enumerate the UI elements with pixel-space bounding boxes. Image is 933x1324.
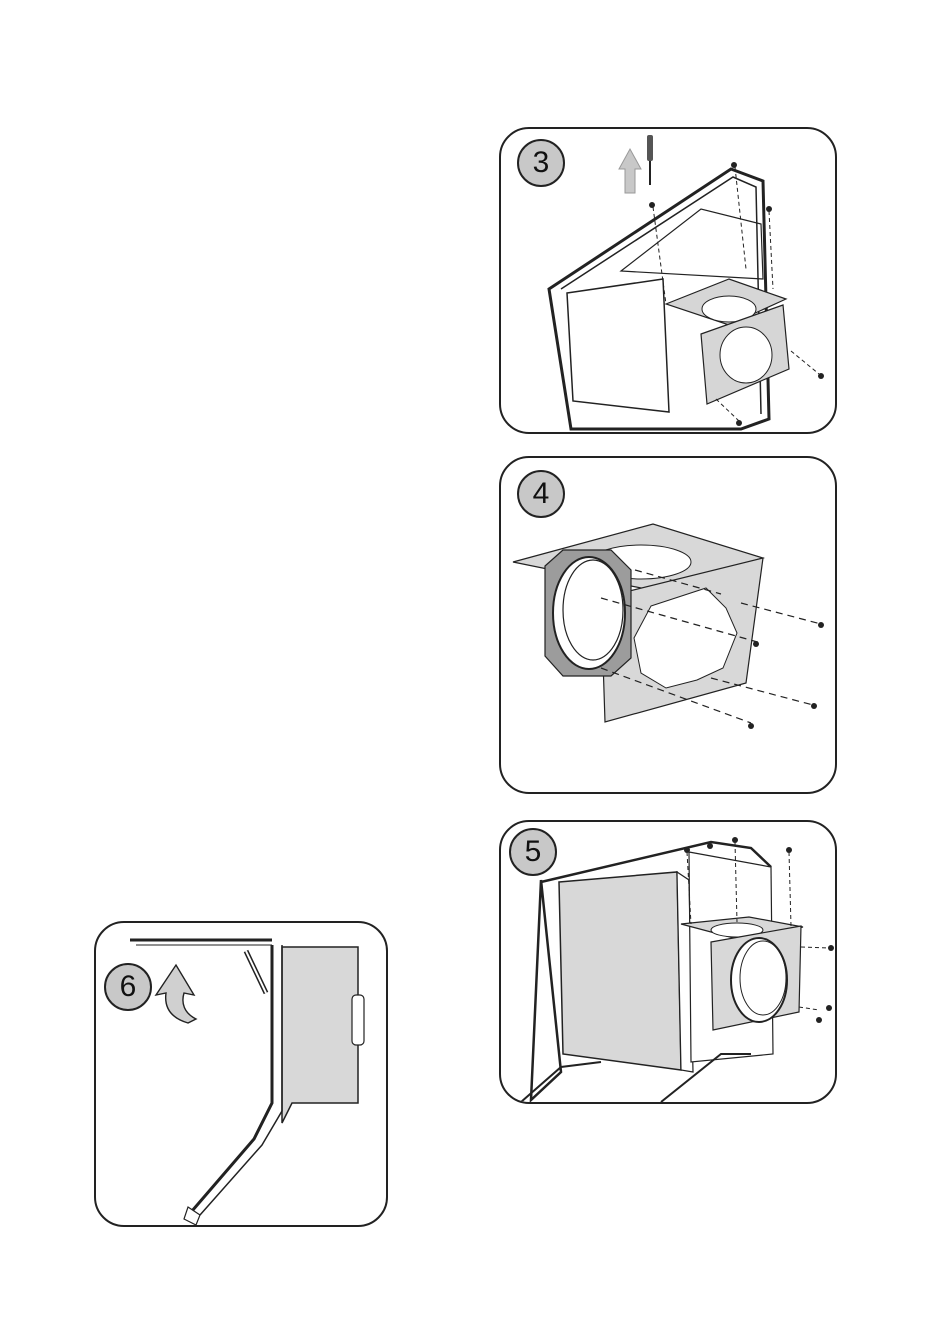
hood-assembly-icon	[501, 822, 835, 1102]
step-3-panel: 3	[499, 127, 837, 434]
rotate-up-arrow-icon	[156, 965, 196, 1023]
duct-flange-icon	[545, 550, 631, 676]
step-6-panel: 6	[94, 921, 388, 1227]
step-5-panel: 5	[499, 820, 837, 1104]
up-arrow-icon	[619, 149, 641, 193]
step-6-illustration	[96, 923, 386, 1225]
step-3-illustration	[501, 129, 835, 432]
step-4-panel: 4	[499, 456, 837, 794]
step-4-illustration	[501, 458, 835, 792]
screwdriver-icon	[647, 135, 653, 185]
